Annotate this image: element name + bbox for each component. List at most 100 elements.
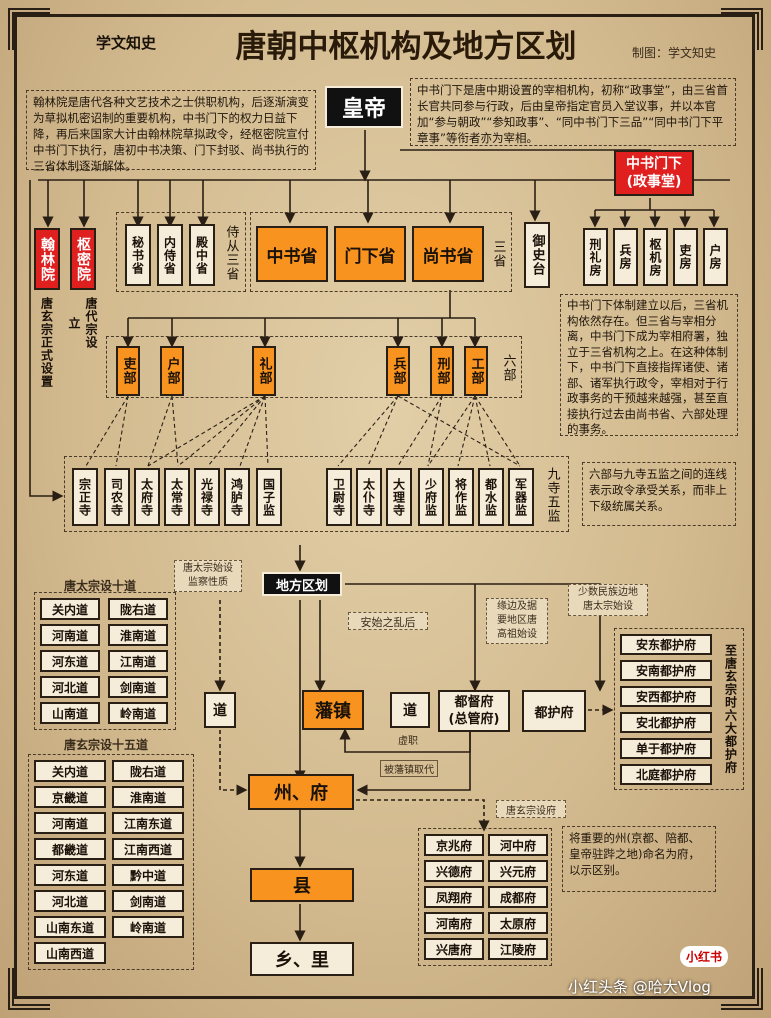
page-title: 唐朝中枢机构及地方区划 — [235, 28, 577, 65]
xuanzong-dao-item: 河东道 — [34, 864, 106, 886]
fu-item: 京兆府 — [424, 834, 484, 856]
shumi-box: 枢密院 — [70, 228, 96, 290]
shicong-box: 殿中省 — [189, 224, 215, 286]
zsmx-fang-box: 枢机房 — [643, 228, 668, 286]
jiusi-label: 九寺五监 — [544, 467, 560, 523]
tag-anshi: 安始之乱后 — [348, 612, 428, 630]
shicong-box: 内侍省 — [157, 224, 183, 286]
fu-item: 江陵府 — [488, 938, 548, 960]
footer-text: 小红头条 @哈大Vlog — [568, 978, 711, 996]
zsmx-fang-box: 兵房 — [613, 228, 638, 286]
dao2-box: 道 — [390, 692, 430, 728]
taizong-dao-group — [34, 592, 176, 730]
liubu-box: 兵部 — [386, 346, 410, 396]
tag-shaoshu: 少数民族边地 唐太宗始设 — [568, 584, 648, 616]
duhu-item: 安西都护府 — [620, 686, 712, 707]
taizong-dao-item: 河南道 — [40, 624, 100, 646]
jiusi-box: 大理寺 — [386, 468, 412, 526]
jiusi-group — [64, 456, 569, 532]
liubu-box: 工部 — [464, 346, 488, 396]
xuanzong-dao-item: 陇右道 — [112, 760, 184, 782]
shicong-group — [116, 212, 246, 292]
credit: 制图：学文知史 — [632, 46, 717, 60]
jiusi-box: 都水监 — [478, 468, 504, 526]
xuanzong-dao-item: 岭南道 — [112, 916, 184, 938]
duhufu-box: 都护府 — [522, 690, 586, 732]
yushitai-box: 御史台 — [524, 222, 550, 288]
fu-group — [418, 828, 552, 966]
jiusi-box: 鸿胪寺 — [224, 468, 250, 526]
jiusi-box: 太府寺 — [134, 468, 160, 526]
sansheng-group — [250, 212, 512, 292]
xuanzong-dao-item: 剑南道 — [112, 890, 184, 912]
taizong-dao-item: 淮南道 — [108, 624, 168, 646]
taizong-dao-item: 河北道 — [40, 676, 100, 698]
note-zsmx-system: 中书门下体制建立以后，三省机构依然存在。但三省与宰相分离，中书门下成为宰相府署，… — [560, 294, 738, 436]
zsmx-fang-box: 刑礼房 — [583, 228, 608, 286]
xuanzong-dao-item: 山南东道 — [34, 916, 106, 938]
logo: 学文知史 — [86, 22, 166, 62]
corner-ornament — [721, 8, 763, 50]
sansheng-label: 三省 — [490, 240, 506, 268]
xiangli-box: 乡、里 — [250, 942, 354, 976]
duhu-group — [614, 628, 744, 790]
taizong-dao-item: 关内道 — [40, 598, 100, 620]
xuli-label: 虚职 — [398, 736, 418, 747]
duhu-item: 北庭都护府 — [620, 764, 712, 785]
tag-taizong-fu: 唐玄宗设府 — [496, 800, 566, 818]
xuanzong-title: 唐玄宗设十五道 — [64, 738, 149, 752]
logo-text: 学文知史 — [95, 33, 156, 52]
fu-item: 凤翔府 — [424, 886, 484, 908]
beifanzhen-label: 被藩镇取代 — [380, 760, 438, 777]
fu-item: 兴德府 — [424, 860, 484, 882]
duhu-item: 安北都护府 — [620, 712, 712, 733]
taizong-title: 唐太宗设十道 — [64, 579, 137, 593]
xuanzong-dao-item: 京畿道 — [34, 786, 106, 808]
xuanzong-dao-item: 关内道 — [34, 760, 106, 782]
liubu-group — [106, 336, 522, 398]
xuanzong-dao-item: 河北道 — [34, 890, 106, 912]
fu-item: 河南府 — [424, 912, 484, 934]
corner-ornament — [8, 968, 50, 1010]
fu-item: 兴唐府 — [424, 938, 484, 960]
jiusi-box: 军器监 — [508, 468, 534, 526]
note-fu: 将重要的州(京都、陪都、皇帝驻跸之地)命名为府，以示区别。 — [562, 826, 716, 892]
taizong-dao-item: 河东道 — [40, 650, 100, 672]
liubu-label: 六部 — [500, 354, 516, 382]
xuanzong-dao-item: 黔中道 — [112, 864, 184, 886]
difang-box: 地方区划 — [262, 572, 342, 596]
note-zhongshumenxia: 中书门下是唐中期设置的宰相机构，初称“政事堂”，由三省首长官共同参与行政，后由皇… — [410, 78, 736, 146]
duhu-label: 至唐玄宗时六大都护府 — [723, 644, 738, 774]
note-liubu: 六部与九寺五监之间的连线表示政令承受关系，而非上下级统属关系。 — [582, 462, 736, 526]
zsmx-fang-box: 户房 — [703, 228, 728, 286]
liubu-box: 吏部 — [116, 346, 140, 396]
jiusi-box: 卫尉寺 — [326, 468, 352, 526]
xuanzong-dao-item: 山南西道 — [34, 942, 106, 964]
hanlin-box: 翰林院 — [34, 228, 60, 290]
taizong-dao-item: 岭南道 — [108, 702, 168, 724]
duhu-item: 单于都护府 — [620, 738, 712, 759]
emperor-box: 皇帝 — [325, 86, 403, 128]
xian-box: 县 — [250, 868, 354, 902]
shicong-label: 侍从三省 — [223, 225, 239, 281]
xuanzong-dao-item: 江南东道 — [112, 812, 184, 834]
watermark-badge: 小红书 — [680, 946, 729, 967]
xuanzong-dao-item: 河南道 — [34, 812, 106, 834]
corner-ornament — [721, 968, 763, 1010]
duhu-item: 安东都护府 — [620, 634, 712, 655]
liubu-box: 刑部 — [430, 346, 454, 396]
fanzhen-box: 藩镇 — [302, 690, 364, 730]
note-hanlin: 翰林院是唐代各种文艺技术之士供职机构，后逐渐演变为草拟机密诏制的重要机构，中书门… — [26, 90, 316, 173]
taizong-dao-item: 江南道 — [108, 650, 168, 672]
sansheng-box: 门下省 — [334, 226, 406, 282]
sansheng-box: 尚书省 — [412, 226, 484, 282]
taizong-dao-item: 山南道 — [40, 702, 100, 724]
taizong-dao-item: 陇右道 — [108, 598, 168, 620]
dao-box: 道 — [204, 692, 236, 728]
jiusi-box: 将作监 — [448, 468, 474, 526]
xuanzong-dao-item: 都畿道 — [34, 838, 106, 860]
liubu-box: 户部 — [160, 346, 184, 396]
fu-item: 兴元府 — [488, 860, 548, 882]
